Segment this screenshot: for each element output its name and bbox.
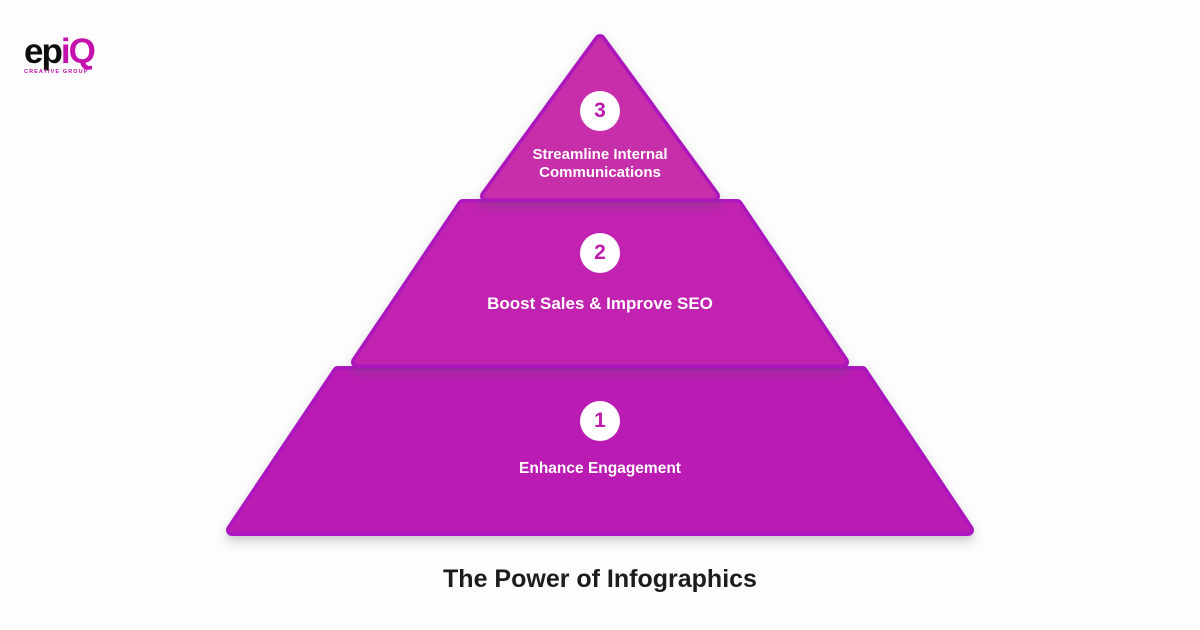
page-title: The Power of Infographics	[443, 565, 757, 593]
tier-2-number-badge: 2	[580, 233, 620, 273]
tier-1-number: 1	[594, 409, 606, 432]
tier-3-label: Streamline Internal Communications	[532, 146, 668, 181]
tier-3-number: 3	[594, 99, 606, 122]
tier-3-number-badge: 3	[580, 91, 620, 131]
pyramid-tier-2-shape	[351, 199, 849, 368]
logo-text-black: ep	[24, 32, 63, 71]
tier-1-number-badge: 1	[580, 401, 620, 441]
pyramid-tier-1-shape	[226, 366, 974, 536]
logo-subtext: CREATIVE GROUP	[24, 69, 89, 75]
tier-1-label: Enhance Engagement	[519, 460, 681, 477]
tier-2-number: 2	[594, 241, 606, 264]
tier-2-label: Boost Sales & Improve SEO	[487, 294, 713, 313]
logo: epiQ CREATIVE GROUP	[24, 34, 104, 76]
logo-wordmark: epiQ	[24, 34, 104, 69]
logo-text-accent: iQ	[60, 32, 96, 71]
